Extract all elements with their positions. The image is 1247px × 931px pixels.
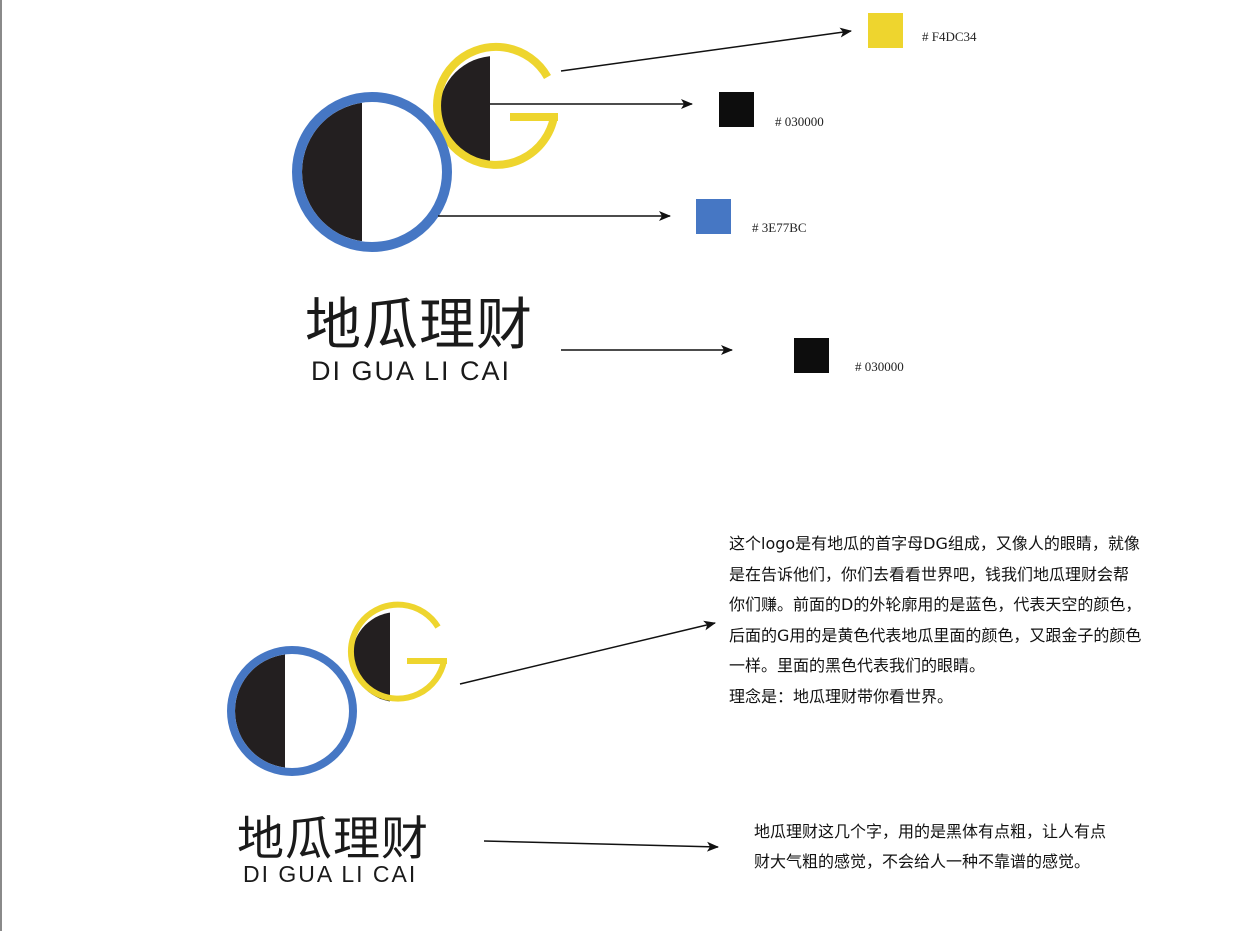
- top-logo: [292, 42, 558, 252]
- swatch-black-text: [794, 338, 829, 373]
- font-description-line: 财大气粗的感觉，不会给人一种不靠谱的感觉。: [754, 852, 1091, 871]
- swatch-blue-label: # 3E77BC: [752, 220, 807, 235]
- arrow-to-yellow: [560, 27, 852, 72]
- d-letter-icon: [227, 646, 357, 776]
- brand-name-cn-bottom: 地瓜理财: [237, 812, 429, 867]
- page-left-border: [0, 0, 2, 931]
- brand-name-cn-top: 地瓜理财: [305, 293, 533, 358]
- g-letter-icon: [348, 601, 447, 702]
- logo-description: 这个logo是有地瓜的首字母DG组成，又像人的眼睛，就像 是在告诉他们，你们去看…: [729, 529, 1141, 712]
- d-letter-icon: [292, 92, 452, 252]
- logo-description-line: 是在告诉他们，你们去看看世界吧，钱我们地瓜理财会帮: [729, 564, 1130, 584]
- g-letter-icon: [433, 42, 558, 169]
- logo-description-line: 后面的G用的是黄色代表地瓜里面的颜色，又跟金子的颜色: [729, 625, 1142, 645]
- brand-name-en-bottom: DI GUA LI CAI: [243, 861, 418, 887]
- logo-description-line: 理念是：地瓜理财带你看世界。: [729, 686, 954, 706]
- swatch-blue: [696, 199, 731, 234]
- swatch-yellow: [868, 13, 903, 48]
- swatch-black-eye: [719, 92, 754, 127]
- arrow-to-font-description: [483, 840, 719, 852]
- logo-description-line: 一样。里面的黑色代表我们的眼睛。: [729, 656, 986, 675]
- swatch-black-text-label: # 030000: [855, 359, 904, 374]
- font-description: 地瓜理财这几个字，用的是黑体有点粗，让人有点 财大气粗的感觉，不会给人一种不靠谱…: [754, 817, 1106, 877]
- brand-name-en-top: DI GUA LI CAI: [311, 356, 512, 386]
- logo-description-line: 这个logo是有地瓜的首字母DG组成，又像人的眼睛，就像: [729, 534, 1140, 553]
- bottom-logo: [227, 601, 447, 776]
- arrow-to-logo-description: [459, 620, 716, 685]
- swatch-black-eye-label: # 030000: [775, 114, 824, 129]
- font-description-line: 地瓜理财这几个字，用的是黑体有点粗，让人有点: [754, 822, 1107, 841]
- logo-description-line: 你们赚。前面的D的外轮廓用的是蓝色，代表天空的颜色，: [729, 595, 1142, 614]
- swatch-yellow-label: # F4DC34: [922, 29, 977, 44]
